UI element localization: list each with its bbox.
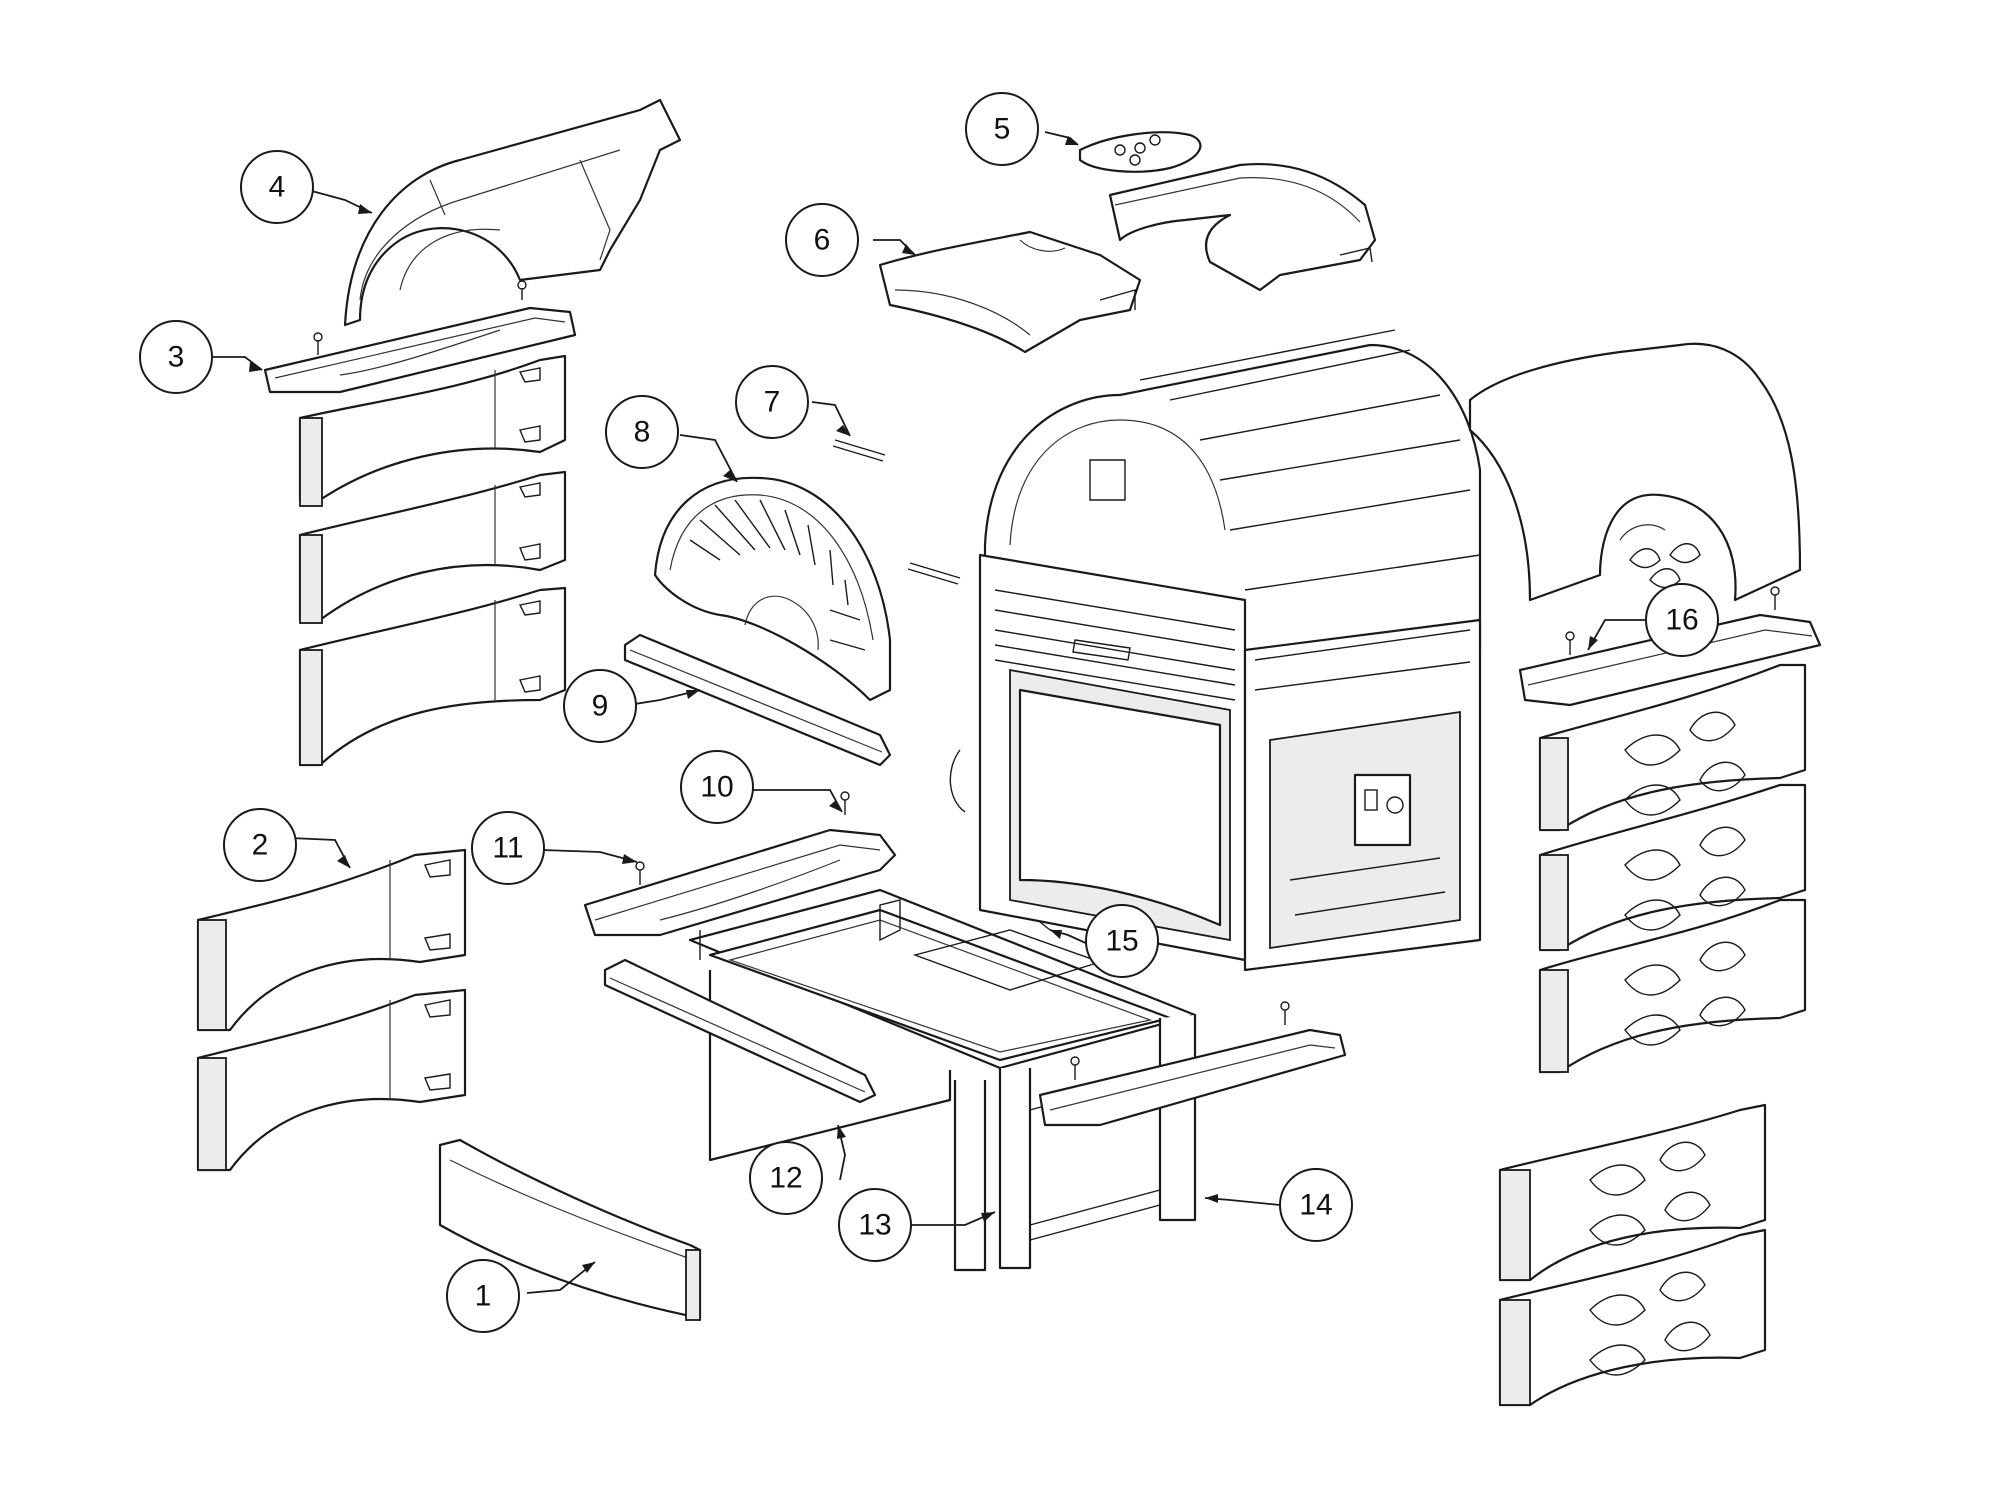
part-arch-cover-left <box>343 98 682 327</box>
part-base-side-panel-1 <box>196 848 467 1032</box>
part-arch-grille <box>653 476 892 702</box>
callout-number: 4 <box>269 171 286 204</box>
callout-1: 1 <box>446 1259 520 1333</box>
leader-lines <box>210 131 1648 1294</box>
part-decor-base-panel-right-1 <box>1498 1103 1767 1282</box>
part-decor-panel-right-3 <box>1538 898 1807 1074</box>
part-decor-base-panel-right-2 <box>1498 1228 1767 1407</box>
part-firebox-unit <box>949 329 1482 972</box>
callout-4: 4 <box>240 150 314 224</box>
part-top-cover-front <box>878 230 1142 354</box>
callout-number: 10 <box>700 771 733 804</box>
callout-number: 2 <box>252 829 269 862</box>
callout-6: 6 <box>785 203 859 277</box>
part-hearth-trim <box>623 633 892 767</box>
part-decor-panel-right-1 <box>1538 663 1807 832</box>
callout-7: 7 <box>735 365 809 439</box>
callout-10: 10 <box>680 750 754 824</box>
callout-number: 6 <box>814 224 831 257</box>
callout-number: 15 <box>1105 925 1138 958</box>
callout-13: 13 <box>838 1188 912 1262</box>
part-arch-cover-right <box>1468 342 1802 602</box>
callout-15: 15 <box>1085 904 1159 978</box>
part-mantel-top-right <box>1518 586 1822 707</box>
callout-3: 3 <box>139 320 213 394</box>
part-stone-panel-left-2 <box>298 470 567 624</box>
part-rods <box>832 439 961 585</box>
callout-number: 11 <box>492 832 523 865</box>
callout-8: 8 <box>605 395 679 469</box>
callout-11: 11 <box>471 811 545 885</box>
callout-number: 8 <box>634 416 651 449</box>
callout-number: 13 <box>858 1209 891 1242</box>
callout-2: 2 <box>223 808 297 882</box>
part-mantel-top-left <box>263 280 577 394</box>
callout-number: 7 <box>764 386 781 419</box>
callout-14: 14 <box>1279 1168 1353 1242</box>
part-base-mantel-right <box>1038 1001 1347 1127</box>
callout-number: 16 <box>1665 604 1698 637</box>
callout-number: 1 <box>475 1280 492 1313</box>
callout-number: 5 <box>994 113 1011 146</box>
part-front-base-arch <box>438 1138 702 1321</box>
callout-5: 5 <box>965 92 1039 166</box>
callout-number: 3 <box>168 341 185 374</box>
part-decor-panel-right-2 <box>1538 783 1807 952</box>
part-base-mantel <box>583 791 897 937</box>
callout-12: 12 <box>749 1141 823 1215</box>
callout-number: 9 <box>592 690 609 723</box>
callout-9: 9 <box>563 669 637 743</box>
part-stone-panel-left-1 <box>298 354 567 507</box>
part-top-cover-rear <box>1108 163 1377 292</box>
part-hearth-front-lower <box>603 958 877 1104</box>
part-base-side-panel-2 <box>196 988 467 1172</box>
part-stone-panel-left-3 <box>298 586 567 767</box>
callout-number: 14 <box>1299 1189 1332 1222</box>
callout-16: 16 <box>1645 583 1719 657</box>
callout-number: 12 <box>769 1162 802 1195</box>
part-top-plate <box>1078 131 1202 173</box>
